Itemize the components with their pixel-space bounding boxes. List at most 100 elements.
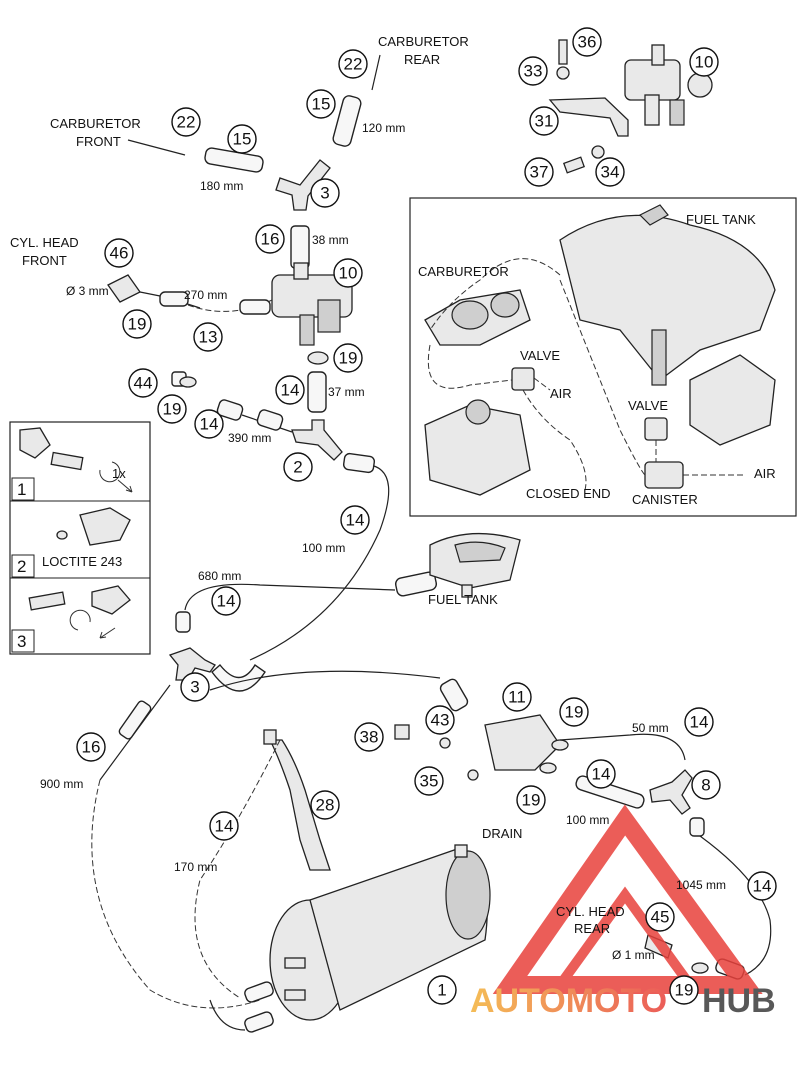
label-drain: DRAIN <box>482 826 522 841</box>
label-carb-front-1: CARBURETOR <box>50 116 141 131</box>
callout-c22b: 22 <box>171 107 201 137</box>
callout-c46: 46 <box>104 238 134 268</box>
callout-number: 14 <box>753 877 772 896</box>
callout-number: 14 <box>346 511 365 530</box>
fuel-tank-cap <box>429 532 521 598</box>
callout-c19d: 19 <box>559 697 589 727</box>
step-3-number: 3 <box>17 632 26 651</box>
dim-120: 120 mm <box>362 121 405 135</box>
callout-number: 1 <box>437 981 446 1000</box>
callout-c19b: 19 <box>333 343 363 373</box>
callout-number: 19 <box>675 981 694 1000</box>
dim-1045: 1045 mm <box>676 878 726 892</box>
watermark-text-colored: AUTOMOTO <box>470 982 667 1020</box>
callout-c15a: 15 <box>306 89 336 119</box>
callout-number: 10 <box>695 53 714 72</box>
callout-c14b: 14 <box>194 409 224 439</box>
callout-c14a: 14 <box>275 375 305 405</box>
step-1-number: 1 <box>17 480 26 499</box>
dim-170: 170 mm <box>174 860 217 874</box>
label-cyl-head-front-2: FRONT <box>22 253 67 268</box>
watermark-text-dark: HUB <box>702 982 776 1020</box>
label-inset-air-2: AIR <box>754 466 776 481</box>
callout-c19c: 19 <box>157 394 187 424</box>
callout-number: 14 <box>217 592 236 611</box>
step-1-text: 1x <box>112 466 126 481</box>
callout-c3a: 3 <box>310 178 340 208</box>
text-labels: CARBURETOR REAR CARBURETOR FRONT CYL. HE… <box>10 34 776 936</box>
label-carb-rear-1: CARBURETOR <box>378 34 469 49</box>
callout-c35: 35 <box>414 766 444 796</box>
callout-c11: 11 <box>502 682 532 712</box>
callout-c19f: 19 <box>669 975 699 1005</box>
callout-c14g: 14 <box>209 811 239 841</box>
callout-c14h: 14 <box>747 871 777 901</box>
label-carb-rear-2: REAR <box>404 52 440 67</box>
callout-number: 34 <box>601 163 620 182</box>
callout-number: 38 <box>360 728 379 747</box>
callout-c14c: 14 <box>340 505 370 535</box>
label-inset-valve-1: VALVE <box>520 348 560 363</box>
callout-c10b: 10 <box>333 258 363 288</box>
callout-number: 19 <box>128 315 147 334</box>
label-carb-front-2: FRONT <box>76 134 121 149</box>
dim-100b: 100 mm <box>566 813 609 827</box>
callout-number: 45 <box>651 908 670 927</box>
callout-c22a: 22 <box>338 49 368 79</box>
label-inset-carburetor: CARBURETOR <box>418 264 509 279</box>
callout-number: 19 <box>339 349 358 368</box>
callout-c44: 44 <box>128 368 158 398</box>
callout-c34: 34 <box>595 157 625 187</box>
label-inset-valve-2: VALVE <box>628 398 668 413</box>
dim-38: 38 mm <box>312 233 349 247</box>
callout-number: 44 <box>134 374 153 393</box>
callout-number: 46 <box>110 244 129 263</box>
callout-number: 15 <box>233 130 252 149</box>
callout-c14d: 14 <box>211 586 241 616</box>
callout-number: 36 <box>578 33 597 52</box>
callout-c19e: 19 <box>516 785 546 815</box>
callout-c33: 33 <box>518 56 548 86</box>
callout-number: 43 <box>431 711 450 730</box>
callout-c43: 43 <box>425 705 455 735</box>
dim-180: 180 mm <box>200 179 243 193</box>
callout-number: 22 <box>344 55 363 74</box>
callout-number: 13 <box>199 328 218 347</box>
callout-c37: 37 <box>524 157 554 187</box>
label-fuel-tank: FUEL TANK <box>428 592 498 607</box>
step-2-number: 2 <box>17 557 26 576</box>
callout-c45: 45 <box>645 902 675 932</box>
valve-mount-assembly <box>548 39 713 174</box>
callout-c8: 8 <box>691 770 721 800</box>
dim-37: 37 mm <box>328 385 365 399</box>
label-inset-air-1: AIR <box>550 386 572 401</box>
callout-number: 2 <box>293 458 302 477</box>
callout-c14f: 14 <box>586 759 616 789</box>
callout-c36: 36 <box>572 27 602 57</box>
watermark: AUTOMOTO HUB <box>470 804 776 1020</box>
label-inset-canister: CANISTER <box>632 492 698 507</box>
dim-100a: 100 mm <box>302 541 345 555</box>
label-inset-fuel-tank: FUEL TANK <box>686 212 756 227</box>
callout-c15b: 15 <box>227 124 257 154</box>
callout-number: 10 <box>339 264 358 283</box>
label-cyl-head-rear-1: CYL. HEAD <box>556 904 625 919</box>
callout-c14e: 14 <box>684 707 714 737</box>
callout-number: 28 <box>316 796 335 815</box>
dim-390: 390 mm <box>228 431 271 445</box>
callout-c1: 1 <box>427 975 457 1005</box>
step-2-text: LOCTITE 243 <box>42 554 122 569</box>
dim-dia3: Ø 3 mm <box>66 284 109 298</box>
hose-network-upper <box>91 54 438 1009</box>
dim-50: 50 mm <box>632 721 669 735</box>
label-cyl-head-front-1: CYL. HEAD <box>10 235 79 250</box>
label-cyl-head-rear-2: REAR <box>574 921 610 936</box>
callout-number: 19 <box>522 791 541 810</box>
callout-c28: 28 <box>310 790 340 820</box>
callout-c16a: 16 <box>255 224 285 254</box>
callout-c13: 13 <box>193 322 223 352</box>
callout-number: 8 <box>701 776 710 795</box>
callout-c31: 31 <box>529 106 559 136</box>
